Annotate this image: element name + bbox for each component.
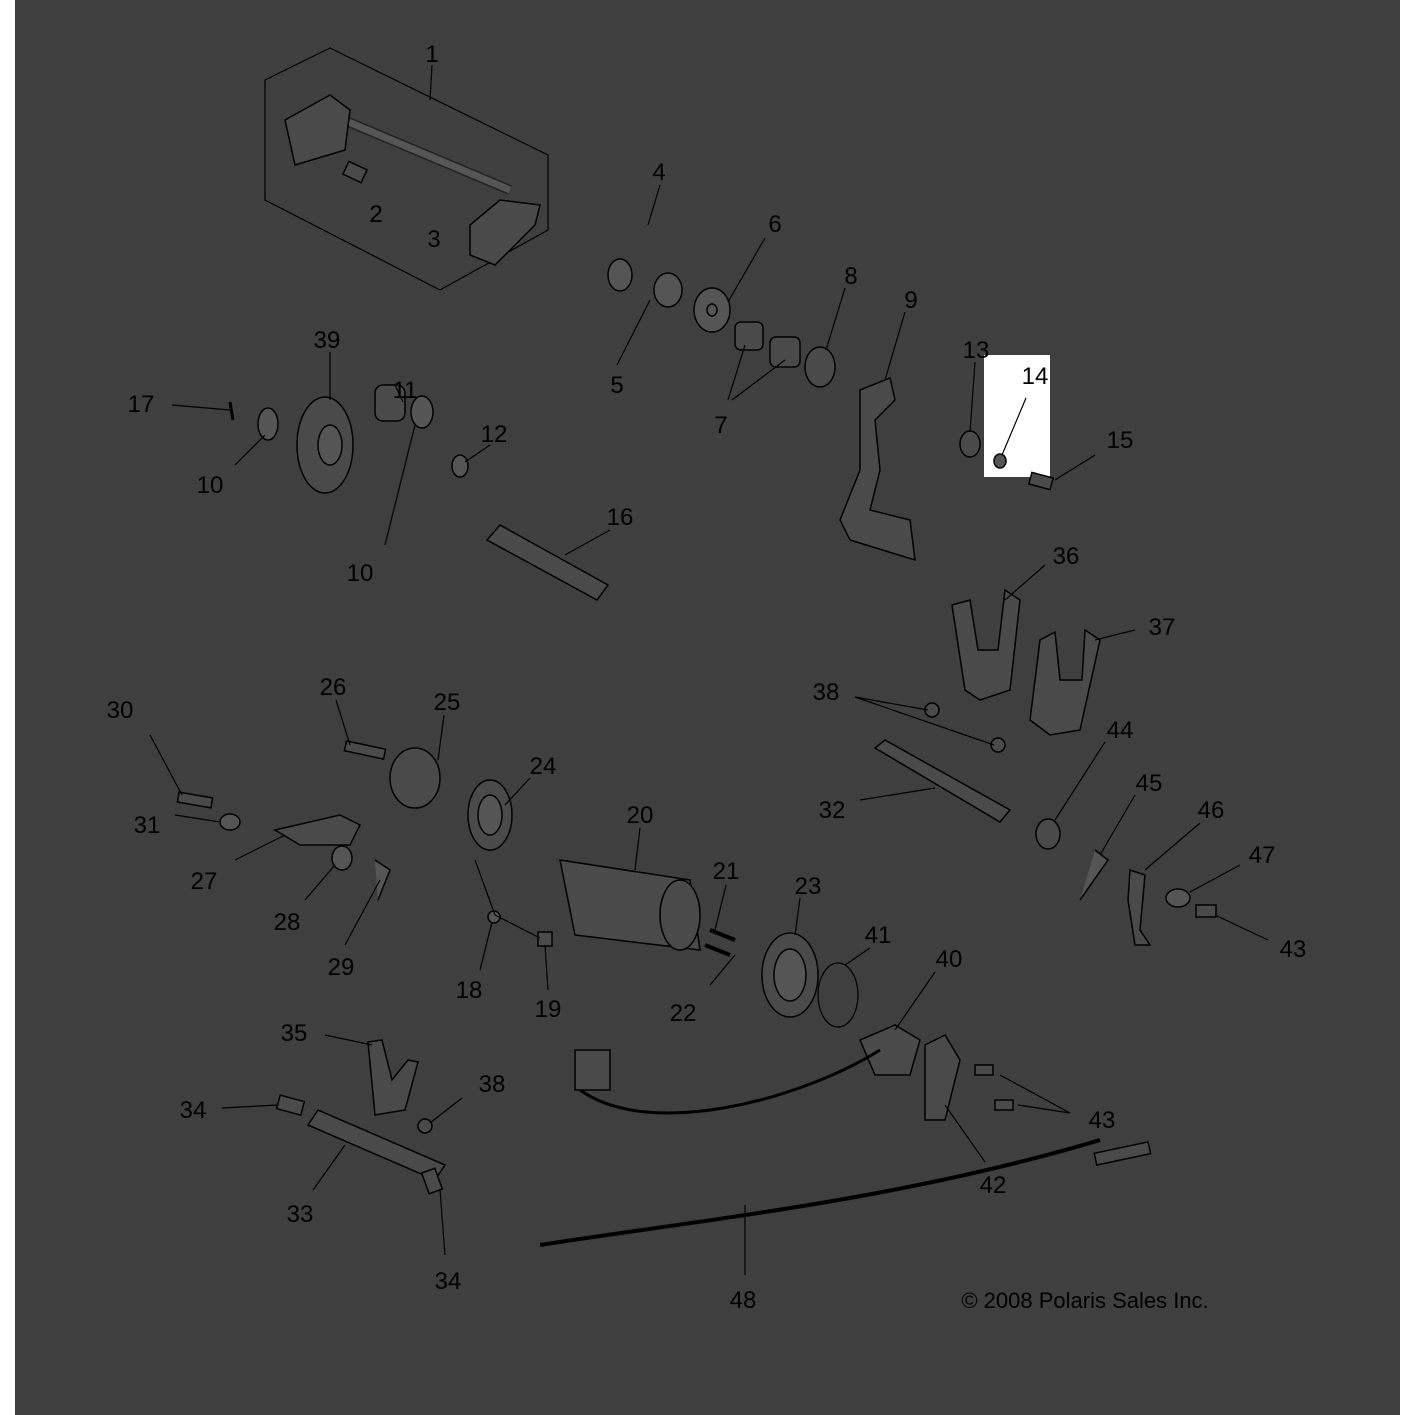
shift-drum-parts[interactable] [559,859,859,1028]
label-35: 35 [281,1020,308,1047]
label-37: 37 [1149,614,1176,641]
label-38b: 38 [479,1071,506,1098]
label-12: 12 [481,421,508,448]
label-34b: 34 [435,1268,462,1295]
label-4: 4 [652,159,665,186]
label-15: 15 [1107,427,1134,454]
label-39: 39 [314,327,341,354]
label-5: 5 [610,372,623,399]
label-18: 18 [456,977,483,1004]
label-43a: 43 [1280,936,1307,963]
label-45: 45 [1136,770,1163,797]
sensor-and-cable[interactable] [539,1024,1152,1247]
label-10b: 10 [347,560,374,587]
label-44: 44 [1107,717,1134,744]
label-24: 24 [530,753,557,780]
leader-lines [149,64,1269,1275]
label-2: 2 [369,201,382,228]
label-8: 8 [844,263,857,290]
label-48: 48 [730,1287,757,1314]
label-36: 36 [1053,543,1080,570]
label-25: 25 [434,689,461,716]
label-7: 7 [714,412,727,439]
label-33: 33 [287,1201,314,1228]
label-16: 16 [607,504,634,531]
parts-33-35[interactable] [275,1039,447,1195]
label-27: 27 [191,868,218,895]
label-43b: 43 [1089,1107,1116,1134]
label-9: 9 [904,287,917,314]
assembly-outline-1 [264,47,549,291]
label-17: 17 [128,391,155,418]
label-46: 46 [1198,797,1225,824]
part-number-labels: 1 5 2 3 4 6 7 8 9 10 10 11 12 13 14 15 1… [107,41,1307,1314]
copyright-notice: © 2008 Polaris Sales Inc. [961,1288,1208,1313]
forks-and-shaft[interactable] [873,588,1217,946]
label-23: 23 [795,873,822,900]
label-32: 32 [819,797,846,824]
label-26: 26 [320,674,347,701]
label-14: 14 [1022,363,1049,390]
label-6: 6 [768,211,781,238]
parts-4-9[interactable] [607,258,916,562]
label-3: 3 [427,226,440,253]
label-34a: 34 [180,1097,207,1124]
label-40: 40 [936,946,963,973]
label-42: 42 [980,1172,1007,1199]
label-11: 11 [393,377,418,404]
label-20: 20 [627,802,654,829]
label-19: 19 [535,996,562,1023]
diagram-canvas [15,0,1400,1415]
label-29: 29 [328,954,355,981]
shift-shaft-assembly[interactable] [284,94,541,266]
label-22: 22 [670,1000,697,1027]
label-28: 28 [274,909,301,936]
label-41: 41 [865,922,892,949]
label-38a: 38 [813,679,840,706]
label-13: 13 [963,337,990,364]
label-21: 21 [713,858,740,885]
parts-10-17-39[interactable] [228,384,1055,601]
label-10a: 10 [197,472,224,499]
label-31: 31 [134,812,161,839]
label-30: 30 [107,697,134,724]
label-47: 47 [1249,842,1276,869]
label-1: 1 [425,41,438,68]
